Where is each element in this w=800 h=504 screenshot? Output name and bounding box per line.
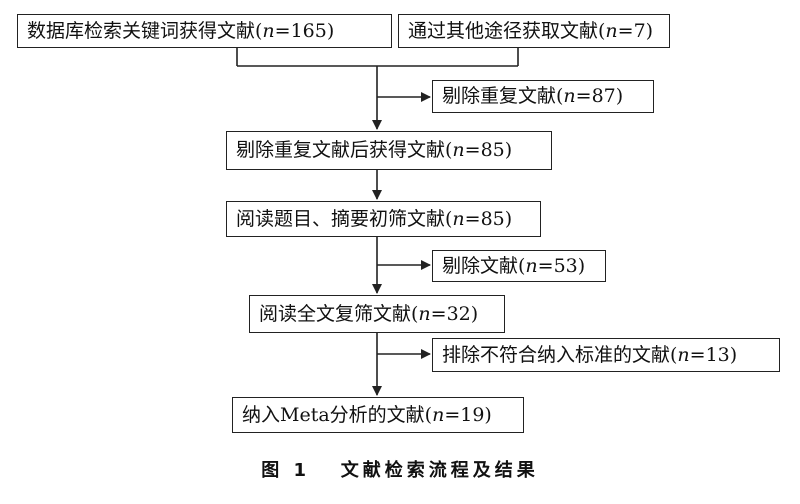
box-other-sources: 通过其他途径获取文献(n=7) bbox=[398, 14, 670, 48]
box-duplicates-removed: 剔除重复文献(n=87) bbox=[432, 80, 654, 113]
box-database-search: 数据库检索关键词获得文献(n=165) bbox=[17, 14, 392, 48]
box-after-dedup: 剔除重复文献后获得文献(n=85) bbox=[226, 131, 552, 170]
box-not-meeting-criteria: 排除不符合纳入标准的文献(n=13) bbox=[432, 338, 780, 372]
box-fulltext-screen: 阅读全文复筛文献(n=32) bbox=[249, 295, 505, 333]
box-excluded: 剔除文献(n=53) bbox=[432, 250, 606, 282]
box-included-meta: 纳入Meta分析的文献(n=19) bbox=[232, 397, 524, 433]
box-title-abstract-screen: 阅读题目、摘要初筛文献(n=85) bbox=[226, 201, 541, 237]
figure-caption: 图 1 文献检索流程及结果 bbox=[261, 460, 539, 481]
